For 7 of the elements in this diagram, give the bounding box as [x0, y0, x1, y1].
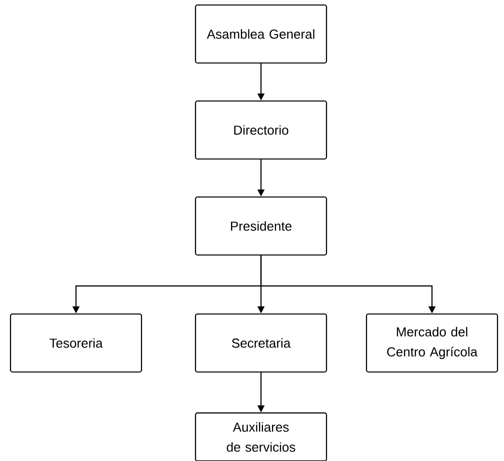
- org-box: Mercado del Centro Agrícola: [366, 313, 498, 373]
- org-box: Presidente: [194, 196, 328, 256]
- org-box: Asamblea General: [194, 4, 328, 64]
- org-box: Secretaria: [194, 313, 328, 373]
- org-box: Tesoreria: [10, 313, 142, 373]
- org-box: Auxiliares de servicios: [194, 412, 328, 461]
- org-box: Directorio: [194, 100, 328, 160]
